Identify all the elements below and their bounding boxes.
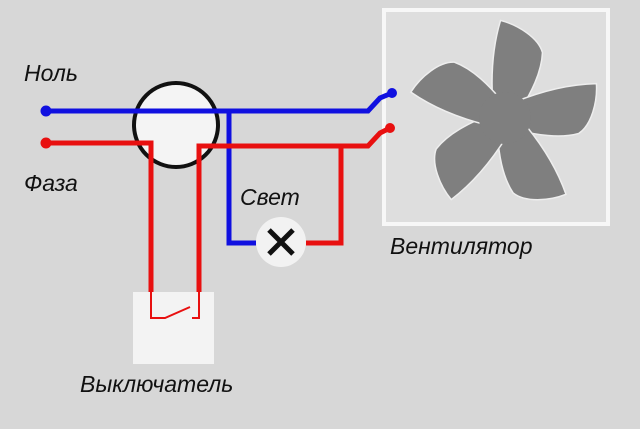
neutral-label: Ноль <box>24 60 78 86</box>
junction-box-icon <box>132 81 220 169</box>
fan-hub <box>479 92 531 144</box>
fan-icon <box>382 8 610 226</box>
fan-blade <box>409 61 504 127</box>
light-label: Свет <box>240 184 300 210</box>
phase-label: Фаза <box>24 170 78 196</box>
neutral-wire <box>40 88 397 246</box>
phase-wire <box>40 123 395 292</box>
fan-blade <box>491 19 544 111</box>
lamp-icon <box>256 217 306 267</box>
fan-blade <box>513 82 598 137</box>
switch-label: Выключатель <box>80 371 233 397</box>
fan-label: Вентилятор <box>390 233 533 259</box>
switch-icon <box>133 292 214 364</box>
